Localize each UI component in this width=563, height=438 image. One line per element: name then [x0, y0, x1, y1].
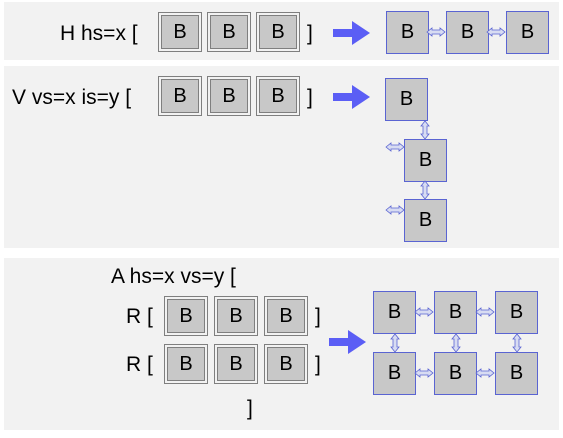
p2-dst-box-3: B: [404, 199, 447, 242]
p3-dst-r1-box-2: B: [434, 291, 477, 334]
panel3-label: A hs=x vs=y [: [111, 265, 236, 288]
hspace-connector: [475, 307, 495, 317]
vspace-connector: [390, 333, 400, 353]
vspace-connector: [420, 120, 430, 140]
panel2-close: ]: [307, 86, 313, 109]
row1-label: R [: [126, 305, 153, 328]
p3-dst-r1-box-1: B: [373, 291, 416, 334]
transform-arrow-3: [329, 330, 366, 354]
p3-dst-r1-box-3: B: [495, 291, 538, 334]
indent-connector: [385, 205, 405, 215]
p2-src-box-3: B: [256, 76, 300, 116]
row1-close: ]: [315, 305, 321, 328]
panel1-close: ]: [307, 22, 313, 45]
p3-dst-r2-box-3: B: [495, 352, 538, 395]
p1-dst-box-1: B: [386, 11, 429, 54]
hspace-connector: [426, 27, 446, 37]
p1-src-box-1: B: [158, 12, 202, 52]
panel3-close: ]: [247, 397, 253, 420]
panel1-label: H hs=x [: [60, 22, 138, 45]
p3-r1-box-1: B: [164, 296, 208, 336]
indent-connector: [385, 142, 405, 152]
transform-arrow-2: [333, 85, 370, 109]
vspace-connector: [420, 180, 430, 200]
hspace-connector: [475, 368, 495, 378]
p2-dst-box-1: B: [385, 78, 428, 121]
transform-arrow-1: [333, 21, 370, 45]
p1-dst-box-3: B: [506, 11, 549, 54]
p1-dst-box-2: B: [446, 11, 489, 54]
p3-r2-box-2: B: [214, 344, 258, 384]
hspace-connector: [486, 27, 506, 37]
row2-label: R [: [126, 353, 153, 376]
panel2-label: V vs=x is=y [: [12, 86, 132, 109]
p3-r1-box-3: B: [264, 296, 308, 336]
p2-src-box-1: B: [158, 76, 202, 116]
hspace-connector: [414, 307, 434, 317]
p1-src-box-3: B: [256, 12, 300, 52]
hspace-connector: [414, 368, 434, 378]
vspace-connector: [512, 333, 522, 353]
row2-close: ]: [315, 353, 321, 376]
p3-r2-box-3: B: [264, 344, 308, 384]
p3-r1-box-2: B: [214, 296, 258, 336]
vspace-connector: [451, 333, 461, 353]
p1-src-box-2: B: [207, 12, 251, 52]
p3-r2-box-1: B: [164, 344, 208, 384]
p2-src-box-2: B: [207, 76, 251, 116]
